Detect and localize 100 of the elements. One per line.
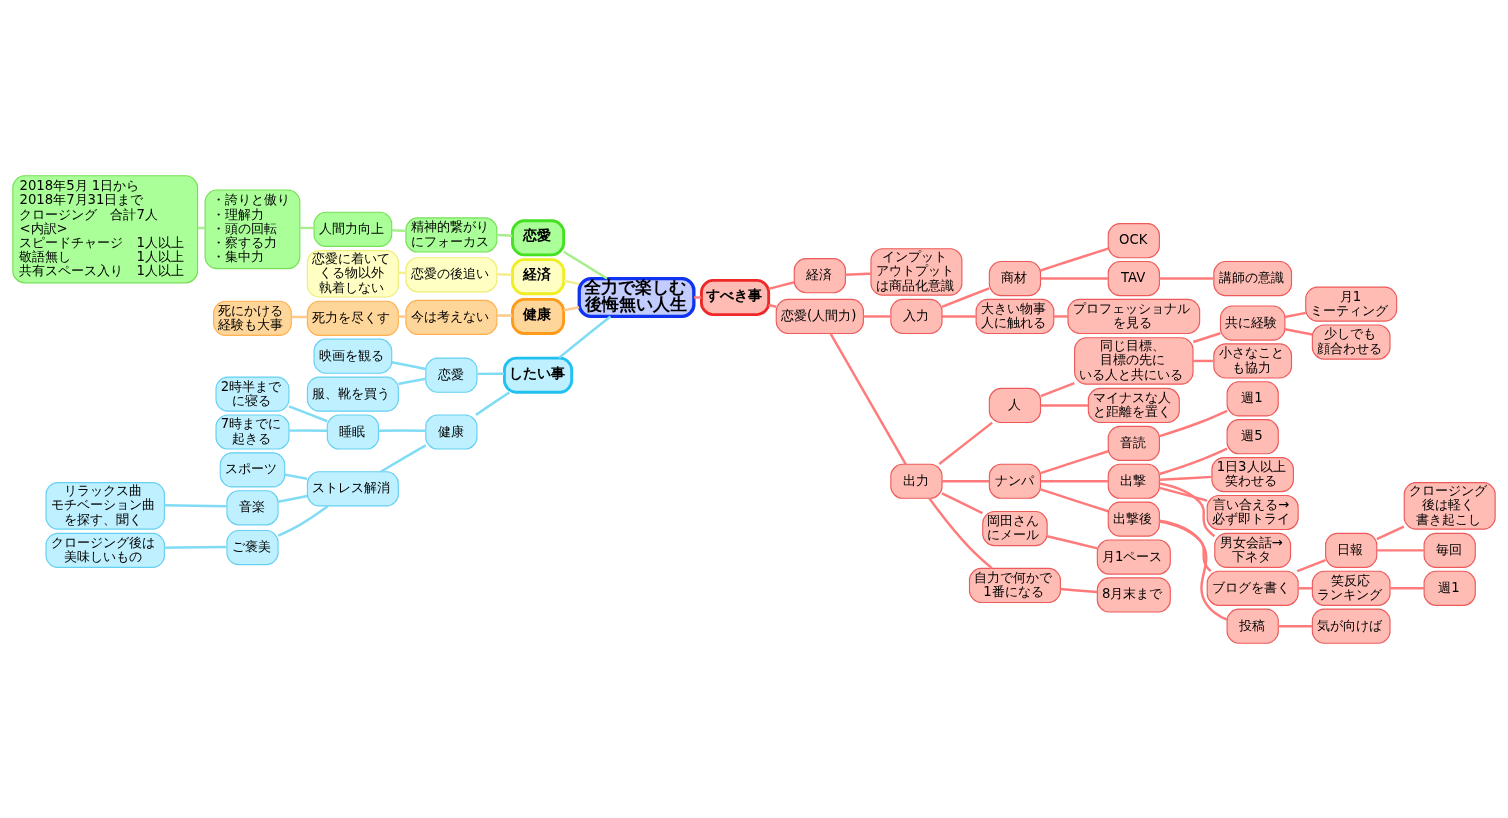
node-box: すべき事 <box>700 278 771 316</box>
node-box: 毎回 <box>1423 532 1476 568</box>
node-box: 恋愛 <box>425 357 478 393</box>
connector <box>496 313 513 317</box>
node-box: 服、靴を買う <box>306 376 399 412</box>
connector <box>1159 486 1208 502</box>
connector <box>563 279 580 285</box>
connector <box>1040 246 1109 272</box>
node-box: 月1ペース <box>1096 538 1171 575</box>
node-box: 商材 <box>988 260 1042 296</box>
connector <box>845 272 871 276</box>
connector <box>1040 381 1075 397</box>
connector <box>391 228 406 232</box>
node-box: 講師の意識 <box>1213 260 1293 296</box>
connector <box>398 314 406 318</box>
connector <box>1159 519 1212 572</box>
node-box: 笑反応ランキング <box>1311 570 1391 606</box>
connector <box>278 494 308 503</box>
connector <box>942 479 990 482</box>
node-box: ブログを書く <box>1206 570 1299 606</box>
node-box: 全力で楽しむ後悔無い人生 <box>577 276 696 318</box>
node-box: 7時までに起きる <box>215 413 290 450</box>
node-box: 健康 <box>511 297 566 335</box>
node-box: インプットアウトプットは商品化意識 <box>870 247 963 296</box>
node-box: クロージング後は美味しいもの <box>45 532 165 568</box>
connector <box>1390 586 1424 589</box>
connector <box>1053 314 1068 318</box>
node-box: ご褒美 <box>226 529 279 565</box>
node-box: したい事 <box>503 356 574 394</box>
node-box: 投稿 <box>1226 608 1279 644</box>
connector <box>942 314 976 318</box>
connector <box>1040 403 1089 407</box>
connector <box>694 295 702 299</box>
node-box: 経済 <box>793 257 846 293</box>
node-box: 少しでも顔合わせる <box>1311 323 1391 360</box>
connector <box>289 428 328 432</box>
node-box: マイナスな人と距離を置く <box>1087 387 1180 423</box>
node-box: 健康 <box>425 413 478 450</box>
connector <box>380 443 427 473</box>
node-box: 精神的繋がりにフォーカス <box>405 216 498 253</box>
node-box: 経済 <box>511 257 566 295</box>
connector <box>558 315 612 359</box>
node-box: プロフェッショナルを見る <box>1067 298 1201 334</box>
connector <box>1296 558 1326 572</box>
node-box: スポーツ <box>219 451 286 487</box>
node-box: 自力で何かで1番になる <box>968 567 1061 603</box>
node-box: ・誇りと傲り ・理解力 ・頭の回転 ・察する力 ・集中力 <box>204 188 301 269</box>
node-box: 8月末まで <box>1096 576 1171 613</box>
connector <box>277 504 329 537</box>
node-box: 入力 <box>890 298 943 334</box>
connector <box>829 332 907 465</box>
node-box: ストレス解消 <box>306 470 399 506</box>
node-box: 人間力向上 <box>313 211 393 247</box>
connector <box>1040 449 1109 474</box>
node-box: 音楽 <box>226 489 279 525</box>
node-box: 同じ目標、目標の先にいる人と共にいる <box>1074 336 1194 385</box>
connector <box>1376 548 1424 552</box>
node-box: 2018年5月 1日から 2018年7月31日まで クロージング 合計7人 <内訳> スピードチャージ 1人以上 敬語無し 1人以上 共有スペース入り 1人以上 <box>12 174 199 283</box>
node-box: 共に経験 <box>1219 304 1286 341</box>
node-box: 1日3人以上笑わせる <box>1211 456 1294 492</box>
node-box: 大きい物事人に触れる <box>975 298 1055 334</box>
node-box: 人 <box>988 387 1042 423</box>
connector <box>863 314 891 318</box>
connector <box>378 428 426 432</box>
connector <box>941 491 983 514</box>
node-box: 週1 <box>1226 380 1279 416</box>
node-box: リラックス曲モチベーション曲を探す、聞く <box>45 481 165 530</box>
node-box: OCK <box>1107 222 1160 258</box>
node-box: 小さなことも協力 <box>1213 342 1293 379</box>
connector <box>496 233 513 237</box>
connector <box>1159 519 1228 621</box>
connector <box>477 372 505 375</box>
connector <box>1159 409 1228 437</box>
connector <box>398 377 426 385</box>
connector <box>1193 359 1214 362</box>
node-box: 岡田さんにメール <box>982 510 1048 546</box>
connector <box>1040 276 1109 280</box>
node-box: 恋愛に着いてくる物以外執着しない <box>306 249 399 298</box>
connector <box>1192 331 1221 343</box>
connector <box>938 421 993 465</box>
connector <box>1159 276 1214 280</box>
node-box: 気が向けば <box>1311 608 1391 644</box>
node-box: 恋愛(人間力) <box>775 298 864 334</box>
node-box: 音読 <box>1107 425 1160 461</box>
connector <box>1159 481 1216 537</box>
connector <box>768 280 795 290</box>
node-box: 2時半までに寝る <box>215 376 290 412</box>
node-box: 恋愛 <box>511 218 566 256</box>
connector <box>563 250 608 279</box>
node-box: 言い合える→必ず即トライ <box>1206 494 1299 530</box>
connector <box>164 503 227 508</box>
connector <box>1278 624 1313 627</box>
node-box: 出力 <box>890 463 943 499</box>
node-box: 死にかける経験も大事 <box>213 300 292 336</box>
node-box: 映画を観る <box>313 338 393 374</box>
node-box: 男女会話→下ネタ <box>1214 532 1292 568</box>
node-box: 日報 <box>1325 532 1378 568</box>
node-box: 月1ミーティング <box>1305 286 1398 322</box>
connector <box>164 545 227 549</box>
node-box: 出撃後 <box>1107 501 1160 537</box>
